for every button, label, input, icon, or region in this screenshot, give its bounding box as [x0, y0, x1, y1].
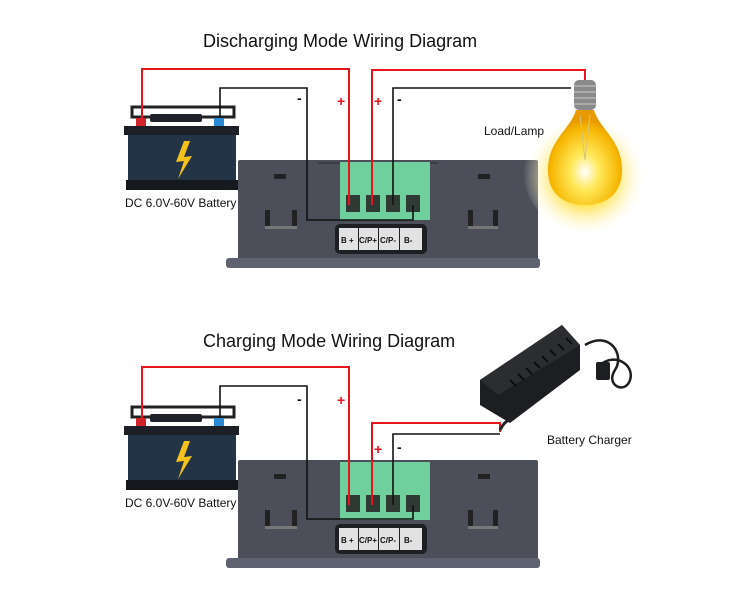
terminal-label-b-plus: B + [341, 236, 354, 245]
load-negative-sign: - [397, 91, 402, 107]
terminal-label-b-minus: B- [404, 236, 413, 245]
battery-negative-sign: - [297, 90, 302, 106]
terminal-block [335, 462, 430, 554]
terminal-label-cp-plus: C/P+ [359, 236, 377, 245]
battery-charger-icon [480, 325, 633, 431]
terminal-label-cp-minus: C/P- [380, 236, 396, 245]
wire-battery-negative [219, 385, 414, 520]
charger-negative-sign: - [397, 439, 402, 455]
wire-load-positive [371, 69, 586, 205]
charger-positive-sign: + [374, 441, 382, 457]
load-lamp-label: Load/Lamp [484, 124, 545, 138]
wire-battery-positive [141, 68, 350, 205]
discharging-battery-label: DC 6.0V-60V Battery [125, 196, 237, 210]
wire-battery-positive [141, 366, 350, 505]
battery-icon [124, 405, 239, 490]
charging-diagram-title: Charging Mode Wiring Diagram [203, 331, 456, 351]
light-bulb-icon [523, 80, 647, 232]
terminal-label-cp-plus: C/P+ [359, 536, 377, 545]
load-positive-sign: + [374, 93, 382, 109]
wire-charger-negative [392, 433, 500, 505]
battery-negative-sign: - [297, 391, 302, 407]
terminal-label-b-minus: B- [404, 536, 413, 545]
wire-battery-negative [219, 87, 414, 221]
wire-load-negative [392, 87, 571, 205]
terminal-block [335, 162, 430, 254]
battery-positive-sign: + [337, 392, 345, 408]
charging-battery-label: DC 6.0V-60V Battery [125, 496, 237, 510]
battery-charger-label: Battery Charger [547, 433, 632, 447]
discharging-diagram-title: Discharging Mode Wiring Diagram [203, 31, 478, 51]
battery-positive-sign: + [337, 93, 345, 109]
battery-icon [124, 105, 239, 190]
terminal-label-b-plus: B + [341, 536, 354, 545]
terminal-label-cp-minus: C/P- [380, 536, 396, 545]
